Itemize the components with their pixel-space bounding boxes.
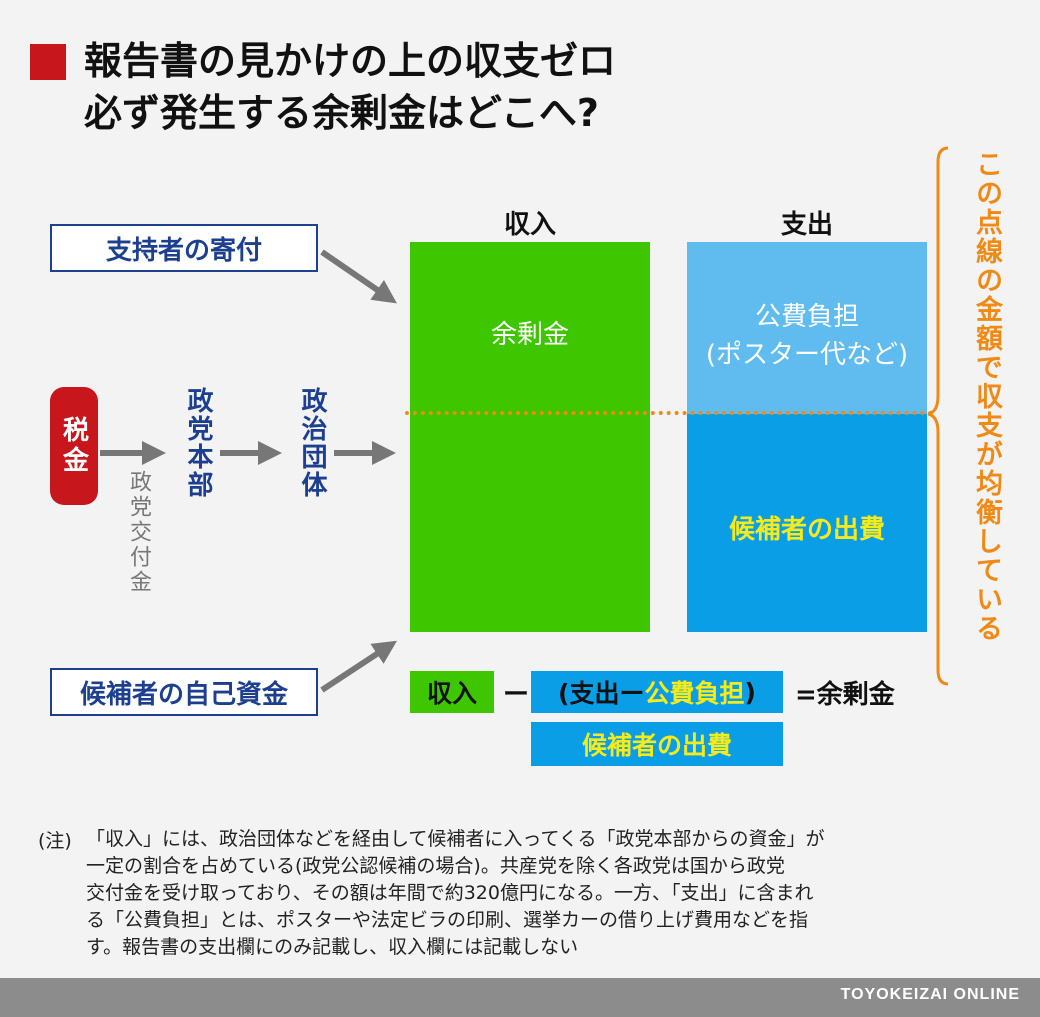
equation-minus: ー xyxy=(503,680,530,710)
tax-pill: 税金 xyxy=(50,387,98,505)
note-line: 「収入」には、政治団体などを経由して候補者に入ってくる「政党本部からの資金」が xyxy=(86,828,825,850)
party-subsidy-label: 政党交付金 xyxy=(126,470,151,595)
equation-paren-close: ) xyxy=(744,677,756,707)
public-burden-label: 公費負担 xyxy=(754,302,859,332)
public-burden-block xyxy=(687,242,927,414)
title-square-icon xyxy=(30,44,66,80)
public-burden-sub-label: (ポスター代など) xyxy=(705,340,909,370)
equation-result: =余剰金 xyxy=(795,680,895,710)
orange-brace xyxy=(927,146,949,686)
expense-header: 支出 xyxy=(780,210,833,240)
page-title-line2: 必ず発生する余剰金はどこへ? xyxy=(84,91,599,135)
footer-credit: TOYOKEIZAI ONLINE xyxy=(840,986,1020,1003)
equation-public-burden: 公費負担 xyxy=(644,679,745,708)
note-line: る「公費負担」とは、ポスターや法定ビラの印刷、選挙カーの借り上げ費用などを指 xyxy=(86,909,809,931)
supporter-donation-box: 支持者の寄付 xyxy=(50,224,318,272)
footer-bar xyxy=(0,978,1040,1017)
income-header: 収入 xyxy=(503,210,556,240)
note-line: 交付金を受け取っており、その額は年間で約320億円になる。一方、「支出」に含まれ xyxy=(86,882,814,904)
arrow-own-funds-to-income xyxy=(320,640,398,693)
party-hq-label: 政党本部 xyxy=(183,387,213,499)
equation-expense-term: (支出ー公費負担) xyxy=(531,671,783,713)
political-group-label: 政治団体 xyxy=(297,387,327,499)
income-block xyxy=(410,242,650,632)
balance-dotted-line xyxy=(405,411,933,415)
note-line: す。報告書の支出欄にのみ記載し、収入欄には記載しない xyxy=(86,936,579,958)
note-line: 一定の割合を占めている(政党公認候補の場合)。共産党を除く各政党は国から政党 xyxy=(86,855,785,877)
arrow-donation-to-income xyxy=(320,249,397,304)
equation-candidate-spending: 候補者の出費 xyxy=(531,722,783,766)
equation-paren-open: (支出ー xyxy=(558,679,645,708)
equation-income: 収入 xyxy=(410,671,494,713)
candidate-own-funds-box: 候補者の自己資金 xyxy=(50,668,318,716)
surplus-label: 余剰金 xyxy=(490,320,569,350)
candidate-spending-label: 候補者の出費 xyxy=(728,515,885,545)
note-label: (注) xyxy=(38,830,72,852)
balance-annotation: この点線の金額で収支が均衡している xyxy=(971,150,1002,643)
page-title-line1: 報告書の見かけの上の収支ゼロ xyxy=(84,39,617,83)
candidate-spending-block xyxy=(687,414,927,632)
